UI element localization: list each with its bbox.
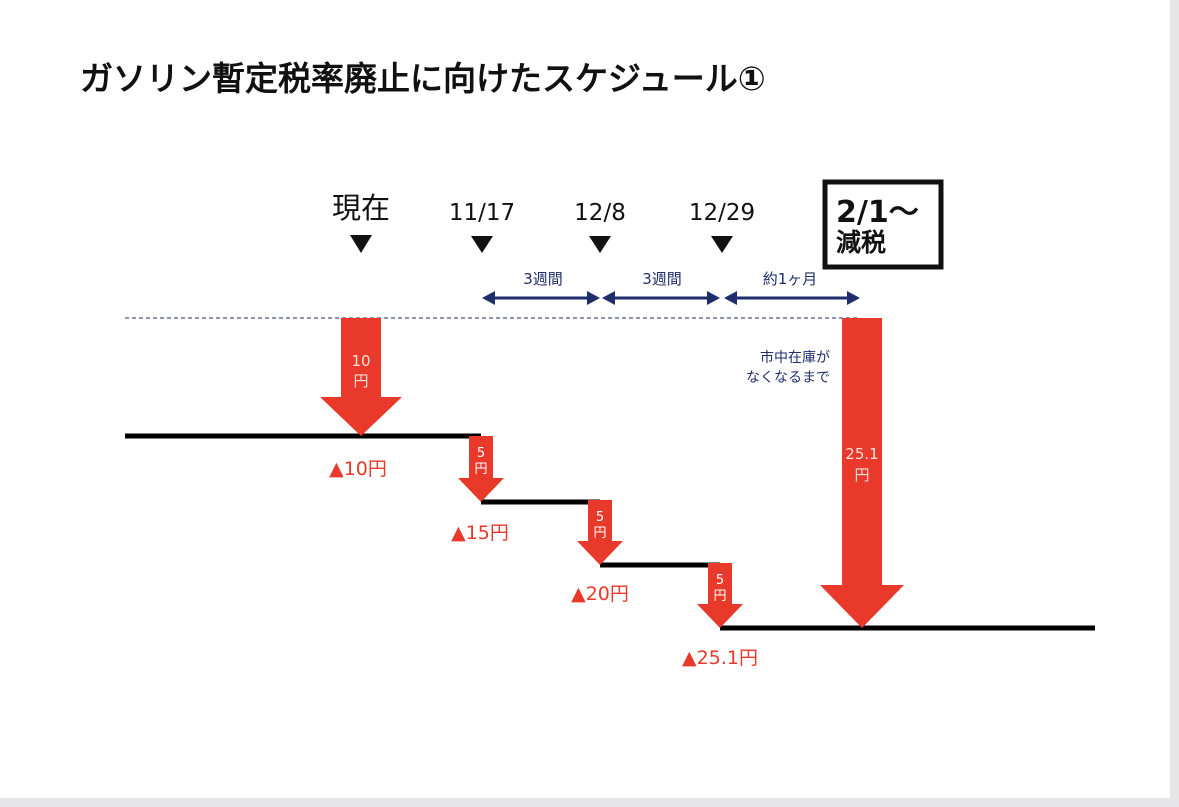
reduction-arrow-10 xyxy=(320,318,402,436)
arrow-unit: 円 xyxy=(713,589,726,604)
timeline-markers xyxy=(350,235,733,253)
tax-cut-label: 減税 xyxy=(836,228,886,257)
arrow-value: 10 xyxy=(351,352,370,370)
arrow-value: 5 xyxy=(477,446,485,461)
span-label: 約1ヶ月 xyxy=(763,270,818,288)
span-label: 3週間 xyxy=(523,270,563,288)
reduction-arrow-5 xyxy=(458,436,504,502)
arrow-value: 5 xyxy=(596,510,604,525)
arrow-value: 5 xyxy=(716,573,724,588)
arrow-unit: 円 xyxy=(353,372,368,390)
date-label: 12/29 xyxy=(689,200,755,226)
arrow-value: 25.1 xyxy=(845,445,878,463)
marker-triangle-icon xyxy=(711,236,733,253)
cumulative-cut-label: ▲15円 xyxy=(451,522,509,544)
inventory-note: 市中在庫が xyxy=(760,349,830,366)
cumulative-cut-label: ▲20円 xyxy=(571,583,629,605)
span-arrows xyxy=(482,291,860,305)
price-step-lines xyxy=(125,433,1095,631)
inventory-note: なくなるまで xyxy=(746,370,830,386)
reduction-arrow-5 xyxy=(697,563,743,628)
marker-triangle-icon xyxy=(589,236,611,253)
cumulative-cut-label: ▲25.1円 xyxy=(682,647,758,669)
date-label: 12/8 xyxy=(574,200,626,226)
date-label: 11/17 xyxy=(449,200,515,226)
arrow-unit: 円 xyxy=(854,466,869,484)
slide-title: ガソリン暫定税率廃止に向けたスケジュール① xyxy=(80,59,766,98)
now-label: 現在 xyxy=(332,191,390,225)
arrow-unit: 円 xyxy=(593,526,606,541)
cumulative-cut-label: ▲10円 xyxy=(329,458,387,480)
reduction-arrow-25-1 xyxy=(820,318,904,628)
span-label: 3週間 xyxy=(642,270,682,288)
arrow-unit: 円 xyxy=(474,462,487,477)
marker-triangle-icon xyxy=(350,235,372,253)
reduction-arrow-5 xyxy=(577,500,623,565)
tax-cut-date-box xyxy=(822,179,944,270)
tax-cut-date: 2/1～ xyxy=(836,195,919,230)
marker-triangle-icon xyxy=(471,236,493,253)
